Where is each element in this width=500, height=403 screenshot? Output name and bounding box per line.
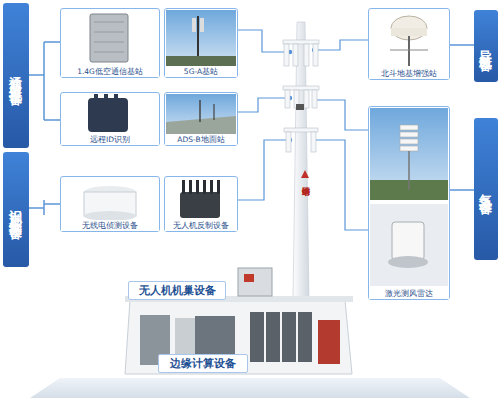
node-text: 远程ID识别 bbox=[61, 134, 159, 145]
equipment-box: 无人机反制设备 bbox=[164, 176, 238, 232]
node-text: ADS-B地面站 bbox=[165, 134, 237, 145]
equipment-box: 1.4G低空通信基站 bbox=[60, 8, 160, 78]
node-text: 无人机反制设备 bbox=[165, 220, 237, 231]
node-text: 识别及反制设备 bbox=[10, 199, 23, 220]
node-text: 1.4G低空通信基站 bbox=[61, 66, 159, 77]
tower-logo bbox=[301, 170, 309, 178]
equipment-box: 5G-A基站 bbox=[164, 8, 238, 78]
ground-platform bbox=[30, 378, 470, 398]
node-text: 气象设备 bbox=[480, 183, 493, 195]
node-text: 北斗地基增强站 bbox=[369, 68, 449, 79]
node-text: 无人机机巢设备 bbox=[139, 285, 216, 296]
node-text: 边缘计算设备 bbox=[170, 358, 236, 369]
category-tab: 导航设备 bbox=[474, 10, 498, 82]
category-tab: 识别及反制设备 bbox=[3, 152, 29, 267]
caption-box: 边缘计算设备 bbox=[158, 354, 248, 373]
nest-building bbox=[125, 268, 353, 374]
node-text: 导航设备 bbox=[480, 40, 493, 52]
category-tab: 通信及监视设备 bbox=[3, 3, 29, 148]
node-text: 激光测风雷达 bbox=[369, 288, 449, 299]
equipment-box: 激光测风雷达 bbox=[368, 106, 450, 300]
equipment-box: 北斗地基增强站 bbox=[368, 8, 450, 80]
equipment-box: ADS-B地面站 bbox=[164, 92, 238, 146]
caption-box: 无人机机巢设备 bbox=[128, 281, 226, 300]
bracket-lines bbox=[29, 42, 474, 215]
node-text: 5G-A基站 bbox=[165, 66, 237, 77]
node-text: 通信及监视设备 bbox=[10, 65, 23, 86]
equipment-box: 无线电侦测设备 bbox=[60, 176, 160, 232]
device-images bbox=[84, 10, 448, 286]
category-tab: 气象设备 bbox=[474, 118, 498, 260]
equipment-box: 远程ID识别 bbox=[60, 92, 160, 146]
node-text: 无线电侦测设备 bbox=[61, 220, 159, 231]
